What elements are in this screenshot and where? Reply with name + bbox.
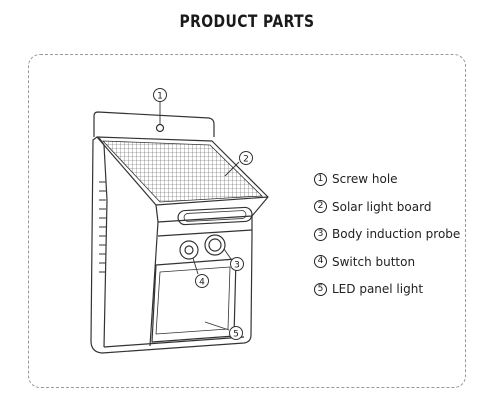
pir-probe-shape bbox=[204, 234, 226, 256]
page-title: PRODUCT PARTS bbox=[179, 12, 315, 32]
legend-number: 3 bbox=[314, 227, 327, 241]
legend-number: 4 bbox=[314, 255, 327, 268]
legend-number: 5 bbox=[314, 282, 327, 296]
legend-item: 1 Screw hole bbox=[314, 170, 460, 188]
legend-number: 1 bbox=[314, 172, 327, 186]
mounting-plate bbox=[93, 111, 215, 137]
callout-3: 3 bbox=[234, 261, 240, 271]
dashed-frame bbox=[28, 54, 466, 388]
switch-button-shape bbox=[179, 240, 199, 260]
light-strip bbox=[177, 206, 253, 226]
legend-label: Screw hole bbox=[332, 172, 398, 186]
solar-cells bbox=[102, 140, 263, 203]
legend-label: Body induction probe bbox=[332, 227, 461, 241]
body-outline bbox=[90, 136, 253, 354]
legend-label: Switch button bbox=[332, 254, 416, 269]
callout-4: 4 bbox=[199, 278, 205, 288]
parts-legend: 1 Screw hole 2 Solar light board 3 Body … bbox=[314, 170, 460, 308]
legend-item: 3 Body induction probe bbox=[314, 225, 460, 243]
legend-label: Solar light board bbox=[332, 199, 432, 214]
callout-1: 1 bbox=[157, 92, 163, 102]
legend-label: LED panel light bbox=[332, 282, 424, 296]
legend-item: 5 LED panel light bbox=[314, 280, 460, 298]
callout-5: 5 bbox=[233, 330, 239, 340]
legend-number: 2 bbox=[314, 200, 327, 213]
legend-item: 2 Solar light board bbox=[314, 198, 460, 216]
screw-hole bbox=[155, 123, 165, 133]
legend-item: 4 Switch button bbox=[314, 253, 460, 271]
callout-2: 2 bbox=[243, 155, 249, 165]
